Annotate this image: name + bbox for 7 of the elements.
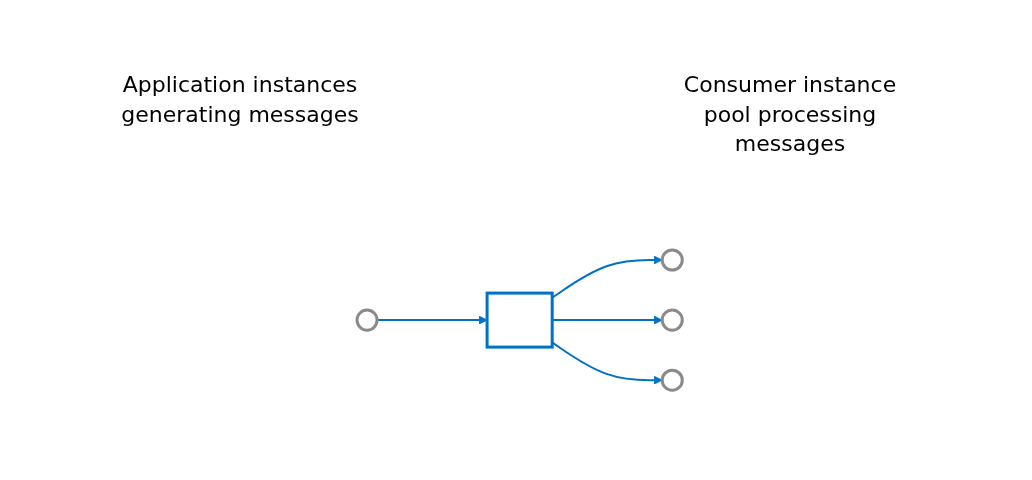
heading-label: Consumer instance pool processing messages	[682, 71, 898, 159]
node-circle	[661, 308, 685, 332]
node-circle	[355, 308, 379, 332]
node-circle	[661, 248, 685, 272]
node-box	[485, 291, 555, 349]
node-circle	[661, 368, 685, 392]
heading-label: Application instances generating messages	[120, 71, 360, 129]
